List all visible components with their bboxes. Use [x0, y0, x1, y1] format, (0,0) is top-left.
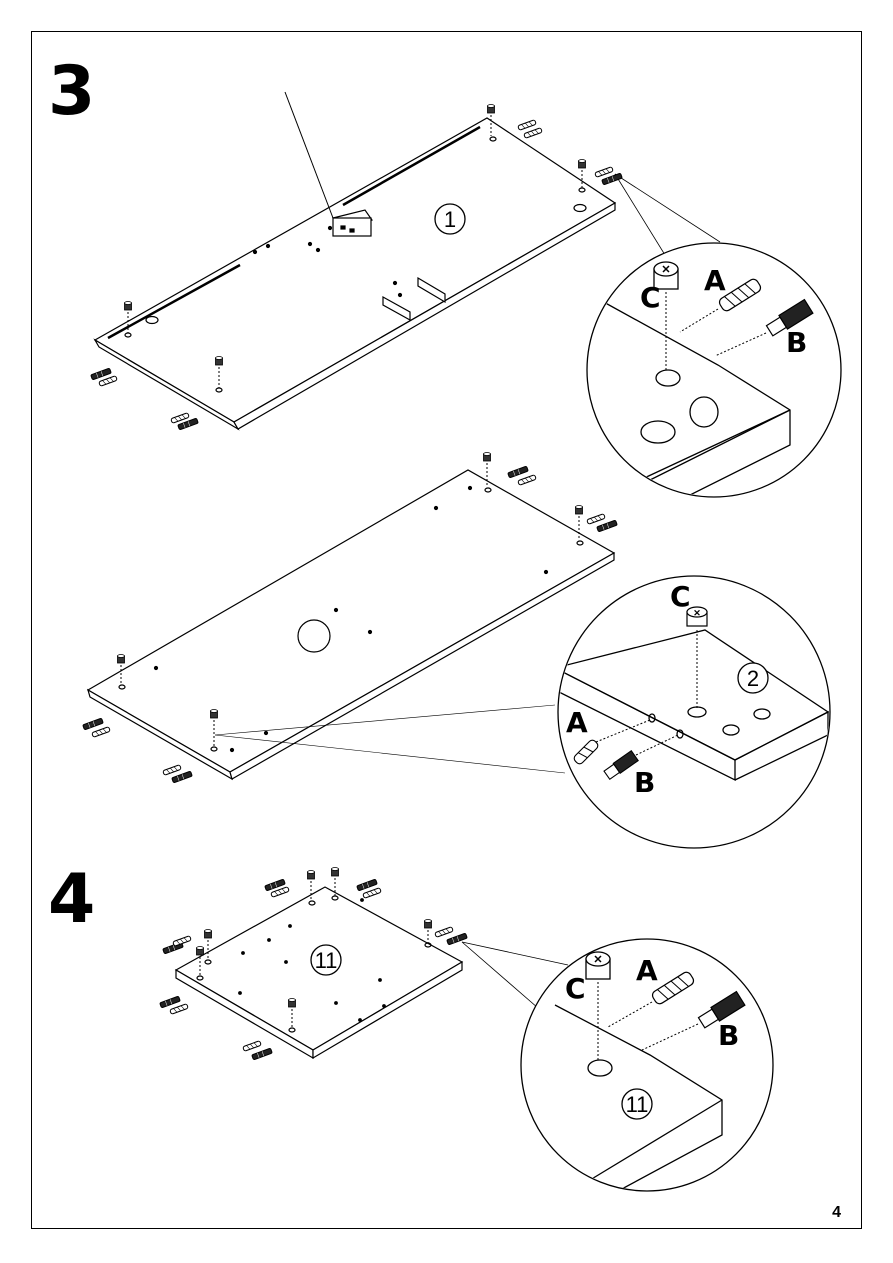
label-dowel: A	[704, 264, 726, 297]
panel-small-drawing	[176, 887, 568, 1058]
label-cam-bolt: B	[634, 766, 655, 799]
label-cam-bolt: B	[786, 326, 807, 359]
label-cam-lock: C	[640, 281, 661, 314]
label-cam-bolt: B	[718, 1019, 739, 1052]
panel-mid-drawing	[88, 470, 614, 779]
part-ref-11: 11	[315, 948, 338, 973]
page-number: 4	[832, 1204, 841, 1222]
svg-text:✕: ✕	[593, 954, 602, 966]
svg-text:✕: ✕	[693, 608, 701, 618]
label-dowel: A	[636, 954, 658, 987]
part-ref-1: 1	[444, 207, 456, 232]
svg-text:✕: ✕	[661, 264, 670, 276]
label-cam-lock: C	[565, 972, 586, 1005]
part-ref-2: 2	[747, 666, 759, 691]
detail-circle-mid: ✕	[555, 576, 830, 848]
label-cam-lock: C	[670, 580, 691, 613]
part-ref-11: 11	[626, 1092, 649, 1117]
label-dowel: A	[566, 706, 588, 739]
